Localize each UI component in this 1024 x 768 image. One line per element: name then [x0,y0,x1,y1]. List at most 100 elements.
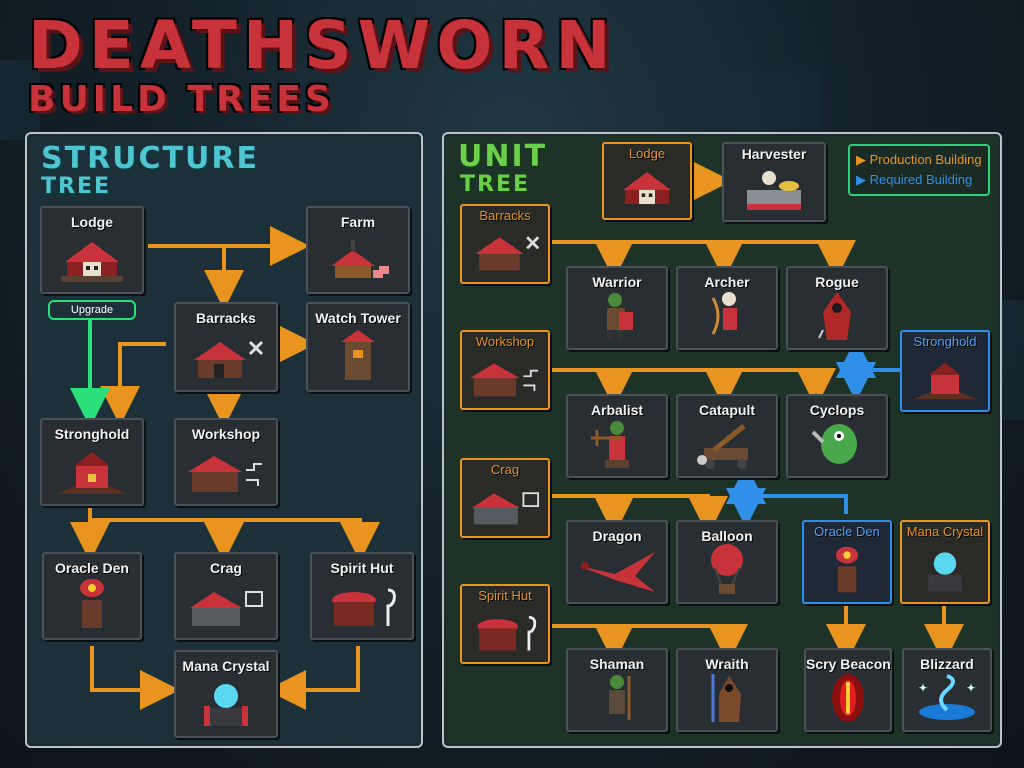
unit-tree-subtitle: TREE [460,172,531,197]
unit-node-crag[interactable]: Crag [460,458,550,538]
legend-required: ▶ Required Building [856,172,972,188]
node-label: Workshop [475,334,535,349]
unit-node-catapult[interactable]: Catapult [676,394,778,478]
node-label: Archer [704,274,750,290]
node-label: Mana Crystal [906,524,984,539]
structure-node-spirit-hut[interactable]: Spirit Hut [310,552,414,640]
unit-node-shaman[interactable]: Shaman [566,648,668,732]
node-label: Oracle Den [814,524,880,539]
structure-tree-title: STRUCTURE [41,141,259,176]
structure-node-oracle-den[interactable]: Oracle Den [42,552,142,640]
node-label: Barracks [196,310,256,326]
node-label: Spirit Hut [478,588,532,603]
archer-skeleton-icon [711,292,737,335]
structure-node-watch-tower[interactable]: Watch Tower [306,302,410,392]
unit-node-mana-crystal[interactable]: Mana Crystal [900,520,990,604]
structure-node-lodge[interactable]: Lodge [40,206,144,294]
svg-text:✦: ✦ [966,681,976,695]
mana-crystal-icon [204,684,248,726]
node-label: Lodge [71,214,113,230]
structure-node-barracks[interactable]: Barracks [174,302,278,392]
dragon-icon [579,552,655,592]
background-block [1000,300,1024,420]
background-block [700,70,820,130]
lodge-skull-icon [61,242,123,282]
crag-icon [471,492,540,525]
spirit-hut-icon [477,615,537,651]
unit-node-spirit-hut[interactable]: Spirit Hut [460,584,550,664]
structure-tree-subtitle: TREE [41,174,112,199]
node-label: Workshop [191,426,261,442]
oracle-den-icon [835,546,859,593]
unit-node-oracle-den[interactable]: Oracle Den [802,520,892,604]
node-label: Catapult [699,402,755,418]
unit-node-wraith[interactable]: Wraith [676,648,778,732]
node-label: Barracks [479,208,531,223]
node-label: Warrior [592,274,642,290]
node-label: Scry Beacon [806,656,891,672]
workshop-icon [470,363,539,397]
unit-node-dragon[interactable]: Dragon [566,520,668,604]
legend: ▶ Production Building ▶ Required Buildin… [848,144,990,196]
spirit-hut-icon [332,588,396,626]
unit-node-archer[interactable]: Archer [676,266,778,350]
background-block [0,60,40,140]
unit-node-workshop[interactable]: Workshop [460,330,550,410]
node-label: Stronghold [913,334,977,349]
structure-node-mana-crystal[interactable]: Mana Crystal [174,650,278,738]
unit-node-balloon[interactable]: Balloon [676,520,778,604]
unit-node-lodge[interactable]: Lodge [602,142,692,220]
node-label: Wraith [705,656,749,672]
svg-text:✦: ✦ [918,681,928,695]
node-label: Cyclops [809,402,865,418]
watch-tower-icon [341,330,375,380]
oracle-den-icon [80,579,104,628]
scry-beacon-eye-icon [832,674,864,722]
unit-node-blizzard[interactable]: Blizzard ✦ ✦ [902,648,992,732]
workshop-icon [188,456,262,492]
warrior-icon [607,293,633,340]
unit-node-rogue[interactable]: Rogue [786,266,888,350]
structure-node-farm[interactable]: Farm [306,206,410,294]
production-arrow-icon: ▶ [856,152,866,167]
structure-node-workshop[interactable]: Workshop [174,418,278,506]
node-label: Lodge [628,146,666,161]
node-label: Farm [340,214,376,230]
mana-crystal-icon [928,552,962,592]
game-title: DEATHSWORN [28,7,617,84]
node-label: Crag [210,560,242,576]
node-label: Stronghold [54,426,130,442]
game-subtitle: BUILD TREES [28,79,335,120]
unit-node-scry-beacon[interactable]: Scry Beacon [804,648,892,732]
node-label: Spirit Hut [330,560,394,576]
legend-required-label: Required Building [869,172,973,187]
node-label: Blizzard [920,656,974,672]
node-label: Watch Tower [315,310,401,326]
unit-node-arbalist[interactable]: Arbalist [566,394,668,478]
required-arrow-icon: ▶ [856,172,866,187]
structure-node-crag[interactable]: Crag [174,552,278,640]
unit-node-warrior[interactable]: Warrior [566,266,668,350]
barracks-icon [194,340,264,378]
catapult-icon [697,424,748,469]
farm-house-icon [331,240,389,278]
node-label: Arbalist [590,402,644,418]
harvester-icon [747,171,801,210]
structure-node-stronghold[interactable]: Stronghold [40,418,144,506]
unit-node-barracks[interactable]: Barracks [460,204,550,284]
arbalist-icon [591,421,629,468]
unit-tree-title: UNIT [458,139,548,174]
node-label: Dragon [592,528,642,544]
node-label: Shaman [589,656,645,672]
stronghold-icon [56,452,128,494]
shaman-icon [609,675,631,720]
node-label: Rogue [815,274,859,290]
unit-node-cyclops[interactable]: Cyclops [786,394,888,478]
balloon-icon [711,544,743,594]
unit-node-harvester[interactable]: Harvester [722,142,826,222]
unit-node-stronghold[interactable]: Stronghold [900,330,990,412]
node-label: Harvester [741,146,807,162]
node-label: Balloon [701,528,753,544]
upgrade-badge: Upgrade [48,300,136,320]
